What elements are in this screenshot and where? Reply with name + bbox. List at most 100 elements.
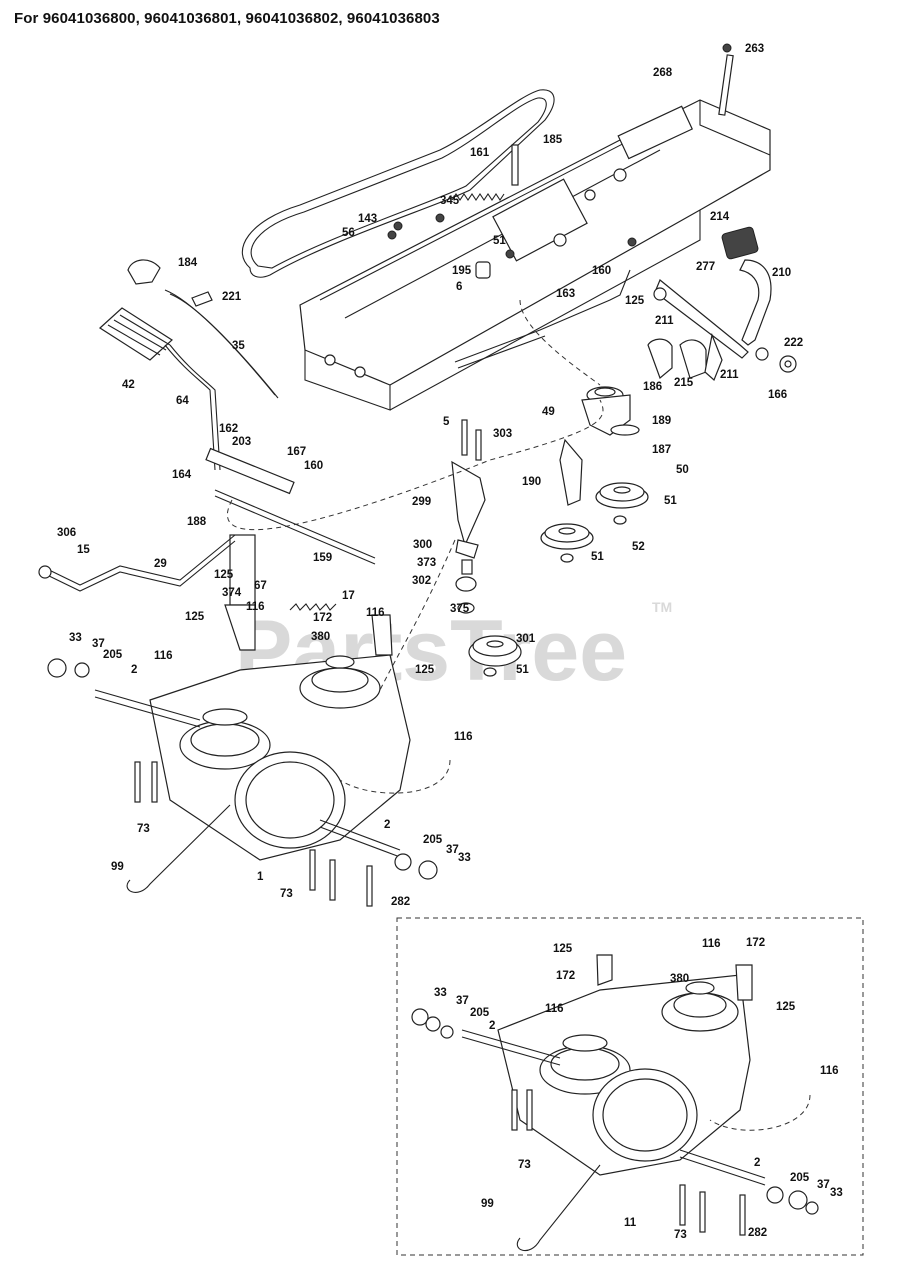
callout: 50 xyxy=(676,464,689,476)
callout: 2 xyxy=(384,819,390,831)
callout: 125 xyxy=(553,943,573,955)
callout: 33 xyxy=(434,987,447,999)
hardware-group xyxy=(387,43,734,369)
callout: 306 xyxy=(57,527,76,539)
callout: 51 xyxy=(493,235,506,247)
callout: 300 xyxy=(413,539,432,551)
callout: 49 xyxy=(542,406,555,418)
page-title: For 96041036800, 96041036801, 9604103680… xyxy=(14,10,440,27)
callout: 188 xyxy=(187,516,207,528)
callout: 42 xyxy=(122,379,135,391)
callout: 35 xyxy=(232,340,245,352)
callouts-inset: 125 116 172 172 380 125 33 37 205 116 2 … xyxy=(434,937,843,1241)
callout: 52 xyxy=(632,541,645,553)
callout: 73 xyxy=(674,1229,687,1241)
callout: 172 xyxy=(313,612,332,624)
watermark-tm: TM xyxy=(652,599,672,615)
callout: 5 xyxy=(443,416,450,428)
callout: 6 xyxy=(456,281,462,293)
callout: 277 xyxy=(696,261,715,273)
callout: 51 xyxy=(516,664,529,676)
callout: 380 xyxy=(311,631,330,643)
callout: 159 xyxy=(313,552,332,564)
callout: 116 xyxy=(366,607,385,619)
callout: 189 xyxy=(652,415,671,427)
callout: 125 xyxy=(625,295,645,307)
callout: 161 xyxy=(470,147,490,159)
callout: 184 xyxy=(178,257,198,269)
callout: 37 xyxy=(817,1179,830,1191)
callout: 205 xyxy=(103,649,123,661)
spring-161 xyxy=(451,193,505,201)
callout: 373 xyxy=(417,557,436,569)
callout: 116 xyxy=(702,938,721,950)
callout: 268 xyxy=(653,67,673,79)
callout: 205 xyxy=(470,1007,490,1019)
callout: 125 xyxy=(185,611,205,623)
callout: 116 xyxy=(454,731,473,743)
callout: 2 xyxy=(754,1157,760,1169)
callout: 185 xyxy=(543,134,563,146)
callout: 221 xyxy=(222,291,242,303)
callout: 303 xyxy=(493,428,512,440)
brake-pedal-assembly xyxy=(38,259,393,656)
callouts-main: 263 268 185 161 345 143 56 51 195 6 214 … xyxy=(57,43,803,908)
callout: 116 xyxy=(246,601,265,613)
callout: 160 xyxy=(592,265,611,277)
callout: 11 xyxy=(624,1217,637,1229)
callout: 263 xyxy=(745,43,764,55)
callout: 33 xyxy=(69,632,82,644)
callout: 160 xyxy=(304,460,323,472)
callout: 215 xyxy=(674,377,694,389)
callout: 125 xyxy=(415,664,435,676)
callout: 345 xyxy=(440,195,460,207)
tractor-frame xyxy=(299,99,771,411)
callout: 143 xyxy=(358,213,377,225)
callout: 99 xyxy=(111,861,124,873)
callout: 211 xyxy=(655,315,674,327)
callout: 166 xyxy=(768,389,787,401)
callout: 37 xyxy=(456,995,469,1007)
inset-detail xyxy=(396,917,864,1256)
callout: 116 xyxy=(545,1003,564,1015)
callout: 167 xyxy=(287,446,306,458)
callout: 302 xyxy=(412,575,431,587)
callout: 205 xyxy=(790,1172,810,1184)
callout: 73 xyxy=(137,823,150,835)
idler-pulleys xyxy=(468,386,649,677)
callout: 2 xyxy=(489,1020,495,1032)
callout: 380 xyxy=(670,973,689,985)
lift-lever-assembly xyxy=(647,226,797,382)
idler-arm xyxy=(451,419,486,614)
callout: 116 xyxy=(154,650,173,662)
callout: 33 xyxy=(830,1187,843,1199)
callout: 222 xyxy=(784,337,803,349)
callout: 375 xyxy=(450,603,470,615)
callout: 164 xyxy=(172,469,192,481)
callout: 172 xyxy=(746,937,765,949)
callout: 116 xyxy=(820,1065,839,1077)
callout: 205 xyxy=(423,834,443,846)
callout: 214 xyxy=(710,211,730,223)
callout: 172 xyxy=(556,970,575,982)
callout: 203 xyxy=(232,436,251,448)
callout: 17 xyxy=(342,590,355,602)
callout: 73 xyxy=(280,888,293,900)
callout: 2 xyxy=(131,664,137,676)
callout: 162 xyxy=(219,423,238,435)
callout: 51 xyxy=(591,551,604,563)
callout: 33 xyxy=(458,852,471,864)
callout: 51 xyxy=(664,495,677,507)
callout: 125 xyxy=(214,569,234,581)
callout: 186 xyxy=(643,381,662,393)
callout: 37 xyxy=(446,844,459,856)
callout: 99 xyxy=(481,1198,494,1210)
callout: 125 xyxy=(776,1001,796,1013)
callout: 211 xyxy=(720,369,739,381)
callout: 163 xyxy=(556,288,575,300)
callout: 282 xyxy=(748,1227,767,1239)
callout: 187 xyxy=(652,444,671,456)
callout: 374 xyxy=(222,587,242,599)
drive-belt xyxy=(241,89,555,278)
